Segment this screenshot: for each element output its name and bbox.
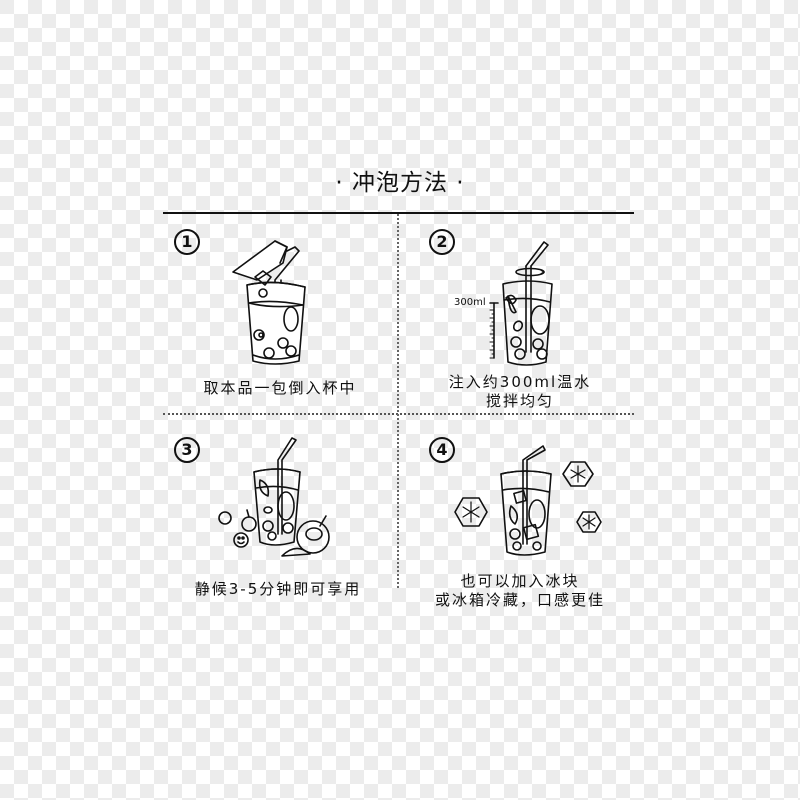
- title-divider: [163, 212, 634, 214]
- caption-line: 注入约300ml温水: [448, 373, 592, 391]
- step-number-badge: 2: [429, 229, 455, 255]
- caption-line: 也可以加入冰块: [460, 572, 580, 590]
- step-number-badge: 1: [174, 229, 200, 255]
- measure-label: 300ml: [454, 297, 486, 308]
- step-caption: 取本品一包倒入杯中: [190, 379, 370, 398]
- caption-line: 搅拌均匀: [485, 392, 554, 410]
- step-caption: 静候3-5分钟即可享用: [188, 580, 368, 599]
- step-number-badge: 3: [174, 437, 200, 463]
- step-caption: 也可以加入冰块 或冰箱冷藏，口感更佳: [420, 572, 620, 610]
- vertical-dotted-divider: [397, 214, 399, 588]
- step-caption: 注入约300ml温水 搅拌均匀: [430, 373, 610, 411]
- glass-with-fruits-icon: [210, 430, 350, 570]
- step-number-badge: 4: [429, 437, 455, 463]
- caption-line: 静候3-5分钟即可享用: [194, 580, 362, 598]
- page-title: · 冲泡方法 ·: [335, 170, 465, 196]
- glass-with-ice-icon: [445, 440, 605, 560]
- caption-line: 取本品一包倒入杯中: [203, 379, 357, 397]
- glass-with-sachet-icon: [225, 235, 325, 370]
- glass-with-measure-icon: [486, 240, 566, 370]
- caption-line: 或冰箱冷藏，口感更佳: [434, 591, 605, 609]
